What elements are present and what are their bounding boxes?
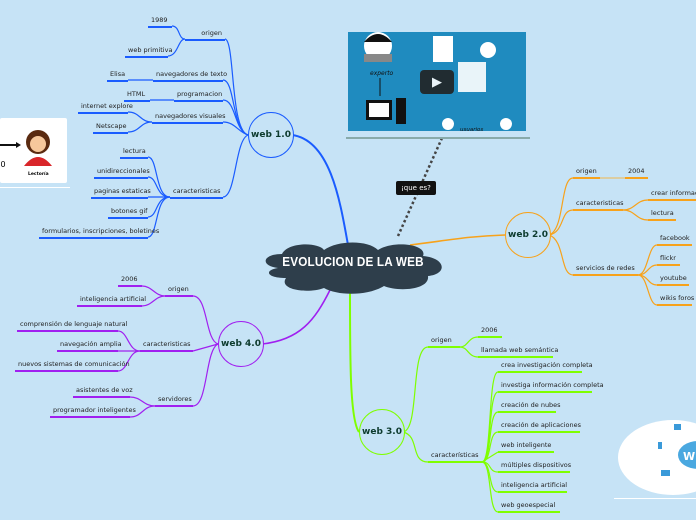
web3-connectors [349, 291, 499, 513]
topic-web-1-0[interactable]: web 1.0 [248, 112, 294, 158]
reader-avatar-icon [0, 130, 52, 166]
web4-caracteristicas[interactable]: caracteristicas [140, 340, 193, 352]
play-icon[interactable]: ▶ [420, 70, 454, 94]
web-image-divider [614, 498, 696, 499]
topic-web-3-0[interactable]: web 3.0 [359, 409, 405, 455]
lectoria-side-text: .0 [0, 160, 6, 169]
web4-origen-child[interactable]: 2006 [118, 275, 142, 287]
central-topic-title: EVOLUCION DE LA WEB [282, 254, 424, 269]
web2-servicio[interactable]: wikis foros [657, 294, 694, 306]
web1-origen-child[interactable]: 1989 [148, 16, 172, 28]
central-topic-cloud[interactable] [258, 238, 448, 296]
web3-caracteristicas-child[interactable]: web geoespecial [498, 501, 560, 513]
web1-nav-visuales-child[interactable]: Netscape [93, 122, 128, 134]
web4-caracteristicas-child[interactable]: comprensión de lenguaje natural [17, 320, 127, 332]
web1-programacion-child[interactable]: HTML [124, 90, 150, 102]
web2-caracteristicas-child[interactable]: lectura [648, 209, 676, 221]
web1-caracteristicas-child[interactable]: unidireccionales [94, 167, 150, 179]
web1-caracteristicas-child[interactable]: paginas estaticas [91, 187, 151, 199]
web1-caracteristicas[interactable]: caracteristicas [170, 187, 223, 199]
lectoria-caption: Lectoría [28, 172, 49, 177]
web2-connectors [409, 177, 658, 306]
callout-label[interactable]: ¡que es? [396, 181, 436, 195]
topic-web-2-0[interactable]: web 2.0 [505, 212, 551, 258]
web2-origen[interactable]: origen [573, 167, 600, 179]
web2-origen-child[interactable]: 2004 [625, 167, 648, 179]
web2-caracteristicas[interactable]: caracteristicas [573, 199, 624, 211]
web2-caracteristicas-child[interactable]: crear informacion [648, 189, 696, 201]
web1-navegadores-texto[interactable]: navegadores de texto [153, 70, 227, 82]
web1-caracteristicas-child[interactable]: botones gif [108, 207, 148, 219]
video-thumbnail[interactable]: experto usuarios [348, 32, 526, 131]
web3-caracteristicas-child[interactable]: creación de aplicaciones [498, 421, 581, 433]
video-caption-bottom: usuarios [460, 127, 483, 131]
web1-connectors [127, 25, 349, 246]
web3-origen[interactable]: origen [428, 336, 460, 348]
web3-caracteristicas[interactable]: características [428, 451, 482, 463]
web2-servicio[interactable]: facebook [657, 234, 692, 246]
web-cloud-icon: WEB [658, 424, 696, 476]
web1-caracteristicas-child[interactable]: formularios, inscripciones, boletines [39, 227, 159, 239]
web1-origen-child[interactable]: web primitiva [125, 46, 172, 58]
web2-servicio[interactable]: flickr [657, 254, 680, 266]
web4-caracteristicas-child[interactable]: navegación amplia [57, 340, 122, 352]
web1-programacion[interactable]: programacion [174, 90, 223, 102]
video-illustration: experto usuarios [364, 32, 512, 131]
web1-caracteristicas-child[interactable]: lectura [120, 147, 148, 159]
web3-caracteristicas-child[interactable]: múltiples dispositivos [498, 461, 571, 473]
web3-caracteristicas-child[interactable]: investiga información completa [498, 381, 604, 393]
web3-origen-child[interactable]: llamada web semántica [478, 346, 558, 358]
web-image-text: WEB [683, 450, 696, 463]
web1-nav-texto-child[interactable]: Elisa [107, 70, 128, 82]
web4-servidores[interactable]: servidores [155, 395, 193, 407]
video-divider [346, 137, 530, 139]
topic-web-4-0[interactable]: web 4.0 [218, 321, 264, 367]
video-caption-top: experto [370, 70, 394, 77]
web3-caracteristicas-child[interactable]: crea investigación completa [498, 361, 593, 373]
web1-origen[interactable]: origen [185, 29, 225, 41]
lectoria-divider [0, 187, 70, 188]
web2-servicios-redes[interactable]: servicios de redes [573, 264, 638, 276]
web4-origen-child[interactable]: inteligencia artificial [77, 295, 146, 307]
web-network-image: WEB [618, 420, 696, 495]
web1-navegadores-visuales[interactable]: navegadores visuales [152, 112, 225, 124]
web4-origen[interactable]: origen [165, 285, 193, 297]
web4-caracteristicas-child[interactable]: nuevos sistemas de comunicación [15, 360, 130, 372]
lectoria-image: Lectoría [0, 118, 67, 183]
web4-servidores-child[interactable]: programador inteligentes [50, 406, 136, 418]
web1-nav-visuales-child[interactable]: internet explore [78, 102, 133, 114]
web4-servidores-child[interactable]: asistentes de voz [73, 386, 133, 398]
web3-origen-child[interactable]: 2006 [478, 326, 502, 338]
web3-caracteristicas-child[interactable]: web inteligente [498, 441, 554, 453]
web3-caracteristicas-child[interactable]: inteligencia artificial [498, 481, 567, 493]
web3-caracteristicas-child[interactable]: creación de nubes [498, 401, 561, 413]
web2-servicio[interactable]: youtube [657, 274, 689, 286]
web4-connectors [117, 285, 331, 418]
